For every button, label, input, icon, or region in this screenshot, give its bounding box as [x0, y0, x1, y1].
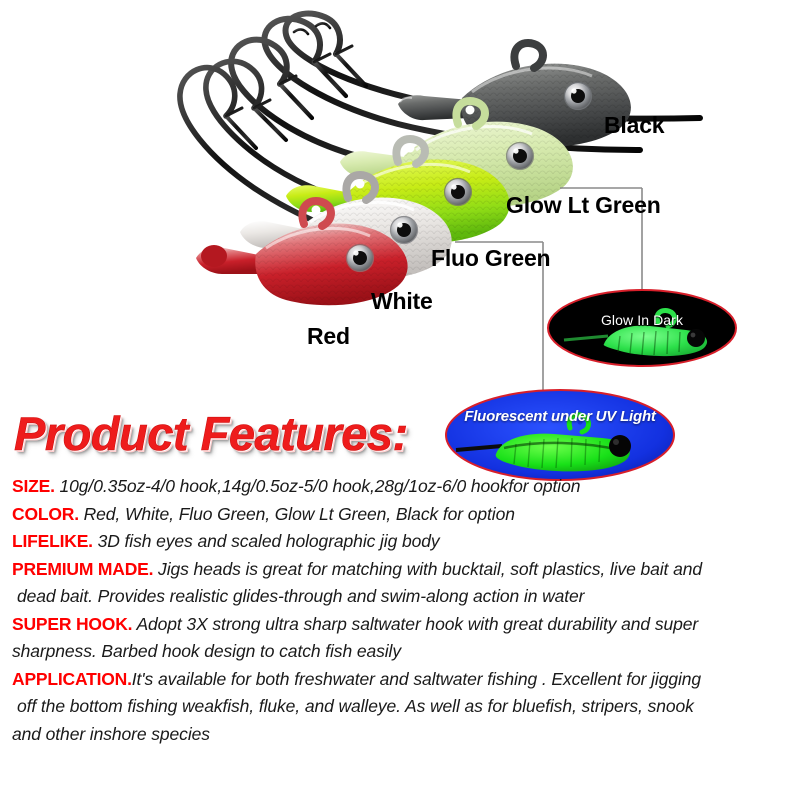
feature-line: SUPER HOOK. Adopt 3X strong ultra sharp … — [12, 611, 790, 639]
feature-tag: COLOR. — [12, 503, 79, 524]
feature-line: SIZE. 10g/0.35oz-4/0 hook,14g/0.5oz-5/0 … — [12, 473, 790, 501]
feature-tag: SUPER HOOK. — [12, 613, 133, 634]
uv-light-inset: Fluorescent under UV Light — [444, 388, 676, 482]
color-label-fluo-green: Fluo Green — [431, 245, 551, 271]
feature-body: sharpness. Barbed hook design to catch f… — [12, 641, 401, 661]
feature-line-continuation: sharpness. Barbed hook design to catch f… — [12, 638, 790, 666]
feature-body: It's available for both freshwater and s… — [131, 668, 702, 689]
feature-body: 3D fish eyes and scaled holographic jig … — [92, 531, 440, 551]
feature-line: LIFELIKE. 3D fish eyes and scaled hologr… — [12, 528, 790, 556]
color-label-red: Red — [307, 323, 350, 349]
callout-connectors — [455, 187, 643, 398]
feature-tag: LIFELIKE. — [12, 531, 93, 551]
page-title: Product Features: — [14, 407, 409, 461]
color-label-white: White — [371, 288, 433, 314]
glow-in-dark-inset: Glow In Dark — [546, 288, 738, 368]
feature-body: 10g/0.35oz-4/0 hook,14g/0.5oz-5/0 hook,2… — [54, 476, 581, 496]
feature-body: and other inshore species — [12, 723, 210, 744]
feature-line-continuation: dead bait. Provides realistic glides-thr… — [12, 583, 790, 611]
product-photo: Black Glow Lt Green Fluo Green White Red… — [177, 10, 738, 481]
feature-body: Jigs heads is great for matching with bu… — [153, 558, 702, 579]
jig-red — [196, 197, 408, 306]
jig-black — [398, 39, 631, 148]
glow-in-dark-image — [547, 289, 737, 367]
feature-body: off the bottom fishing weakfish, fluke, … — [17, 696, 694, 716]
feature-tag: PREMIUM MADE. — [12, 558, 154, 579]
feature-line-continuation: off the bottom fishing weakfish, fluke, … — [12, 693, 790, 721]
feature-body: Red, White, Fluo Green, Glow Lt Green, B… — [78, 503, 515, 524]
jig-heads-illustration — [177, 10, 703, 398]
color-label-glow-lt-green: Glow Lt Green — [506, 192, 661, 218]
feature-line-continuation: and other inshore species — [12, 721, 790, 749]
feature-body: dead bait. Provides realistic glides-thr… — [17, 586, 585, 606]
features-list: SIZE. 10g/0.35oz-4/0 hook,14g/0.5oz-5/0 … — [12, 473, 790, 748]
uv-light-image — [445, 389, 675, 481]
feature-tag: APPLICATION. — [12, 668, 132, 689]
feature-tag: SIZE. — [12, 476, 55, 496]
feature-body: Adopt 3X strong ultra sharp saltwater ho… — [132, 613, 699, 634]
feature-line: PREMIUM MADE. Jigs heads is great for ma… — [12, 556, 790, 584]
feature-line: APPLICATION.It's available for both fres… — [12, 666, 790, 694]
feature-line: COLOR. Red, White, Fluo Green, Glow Lt G… — [12, 501, 790, 529]
color-label-black: Black — [604, 112, 665, 138]
